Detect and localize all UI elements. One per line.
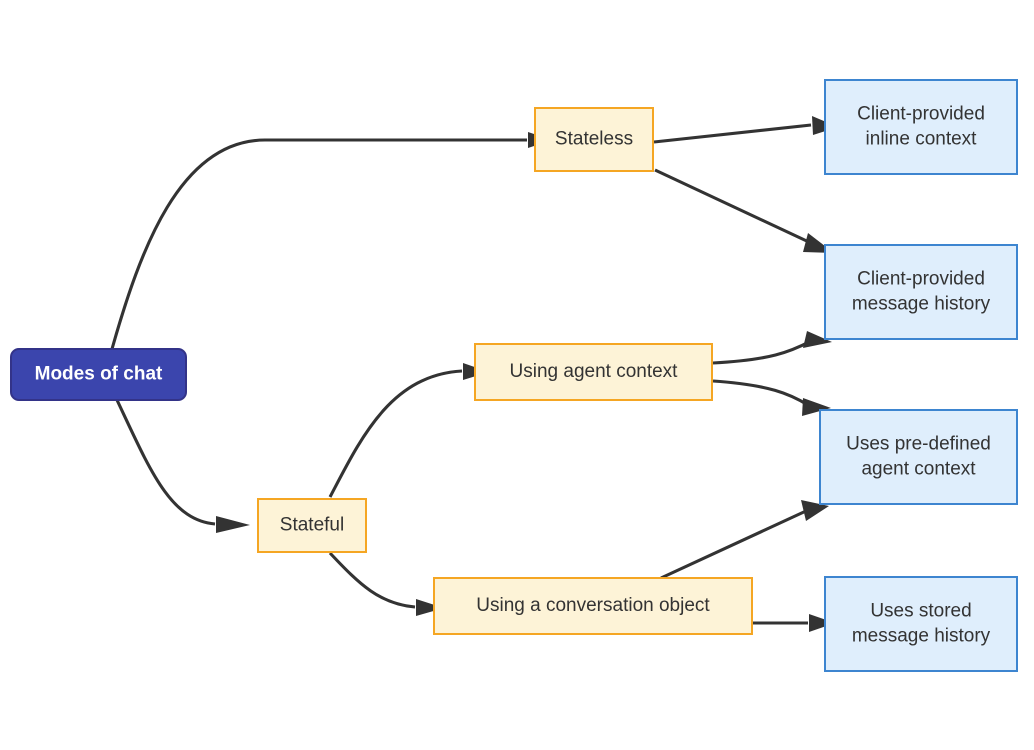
- node-label-line: Uses pre-defined: [846, 434, 991, 455]
- edge-stateful-to-using-agent-context: [328, 363, 489, 498]
- node-shape: [10, 348, 187, 401]
- edge-stateless-to-message-history: [654, 168, 834, 253]
- node-stateless[interactable]: Stateless: [534, 107, 654, 172]
- edge-using-conversation-object-to-stored-message-history: [753, 614, 835, 632]
- node-shape: [257, 498, 367, 553]
- node-client-provided-inline-context[interactable]: Client-provided inline context: [824, 79, 1018, 175]
- edge-root-to-stateless: [110, 132, 552, 350]
- node-shape: [474, 343, 713, 401]
- node-shape: [824, 79, 1018, 175]
- edge-line: [115, 399, 216, 526]
- node-root[interactable]: Modes of chat: [10, 348, 187, 401]
- arrow-head-icon: [802, 398, 831, 416]
- node-label-line: Modes of chat: [35, 364, 163, 385]
- node-label-line: Using a conversation object: [476, 595, 710, 616]
- node-label-line: agent context: [861, 459, 976, 480]
- node-shape: [824, 244, 1018, 340]
- node-shape: [819, 409, 1018, 505]
- edge-using-conversation-object-to-pre-defined-agent-context: [660, 500, 829, 580]
- arrow-head-icon: [809, 614, 835, 632]
- edge-line: [328, 551, 416, 609]
- edge-using-agent-context-to-pre-defined-agent-context: [712, 379, 831, 416]
- arrow-head-icon: [803, 331, 832, 348]
- edge-line: [660, 509, 807, 580]
- edge-stateless-to-inline-context: [653, 116, 838, 144]
- edge-line: [654, 168, 812, 245]
- node-label-line: message history: [852, 294, 991, 315]
- edge-stateful-to-using-conversation-object: [328, 551, 444, 616]
- node-label-line: Client-provided: [857, 269, 985, 290]
- node-label-line: Stateless: [555, 129, 633, 150]
- node-label-line: Using agent context: [510, 361, 679, 382]
- edge-using-agent-context-to-message-history: [712, 331, 832, 365]
- edge-line: [110, 138, 527, 350]
- node-uses-stored-message-history[interactable]: Uses stored message history: [824, 576, 1018, 672]
- edge-line: [328, 369, 463, 498]
- edge-line: [712, 339, 812, 365]
- node-shape: [433, 577, 753, 635]
- node-shape: [824, 576, 1018, 672]
- node-using-agent-context[interactable]: Using agent context: [474, 343, 713, 401]
- node-using-conversation-object[interactable]: Using a conversation object: [433, 577, 753, 635]
- edge-line: [712, 379, 809, 407]
- node-label-line: inline context: [866, 129, 978, 150]
- node-label-line: message history: [852, 626, 991, 647]
- arrow-head-icon: [416, 599, 444, 616]
- node-label-line: Client-provided: [857, 104, 985, 125]
- node-stateful[interactable]: Stateful: [257, 498, 367, 553]
- node-client-provided-message-history[interactable]: Client-provided message history: [824, 244, 1018, 340]
- arrow-head-icon: [801, 500, 829, 521]
- arrow-head-icon: [216, 516, 250, 533]
- node-uses-pre-defined-agent-context[interactable]: Uses pre-defined agent context: [819, 409, 1018, 505]
- edge-line: [653, 123, 812, 144]
- node-shape: [534, 107, 654, 172]
- edge-root-to-stateful: [115, 399, 250, 533]
- node-label-line: Stateful: [280, 515, 344, 536]
- node-label-line: Uses stored: [870, 601, 971, 622]
